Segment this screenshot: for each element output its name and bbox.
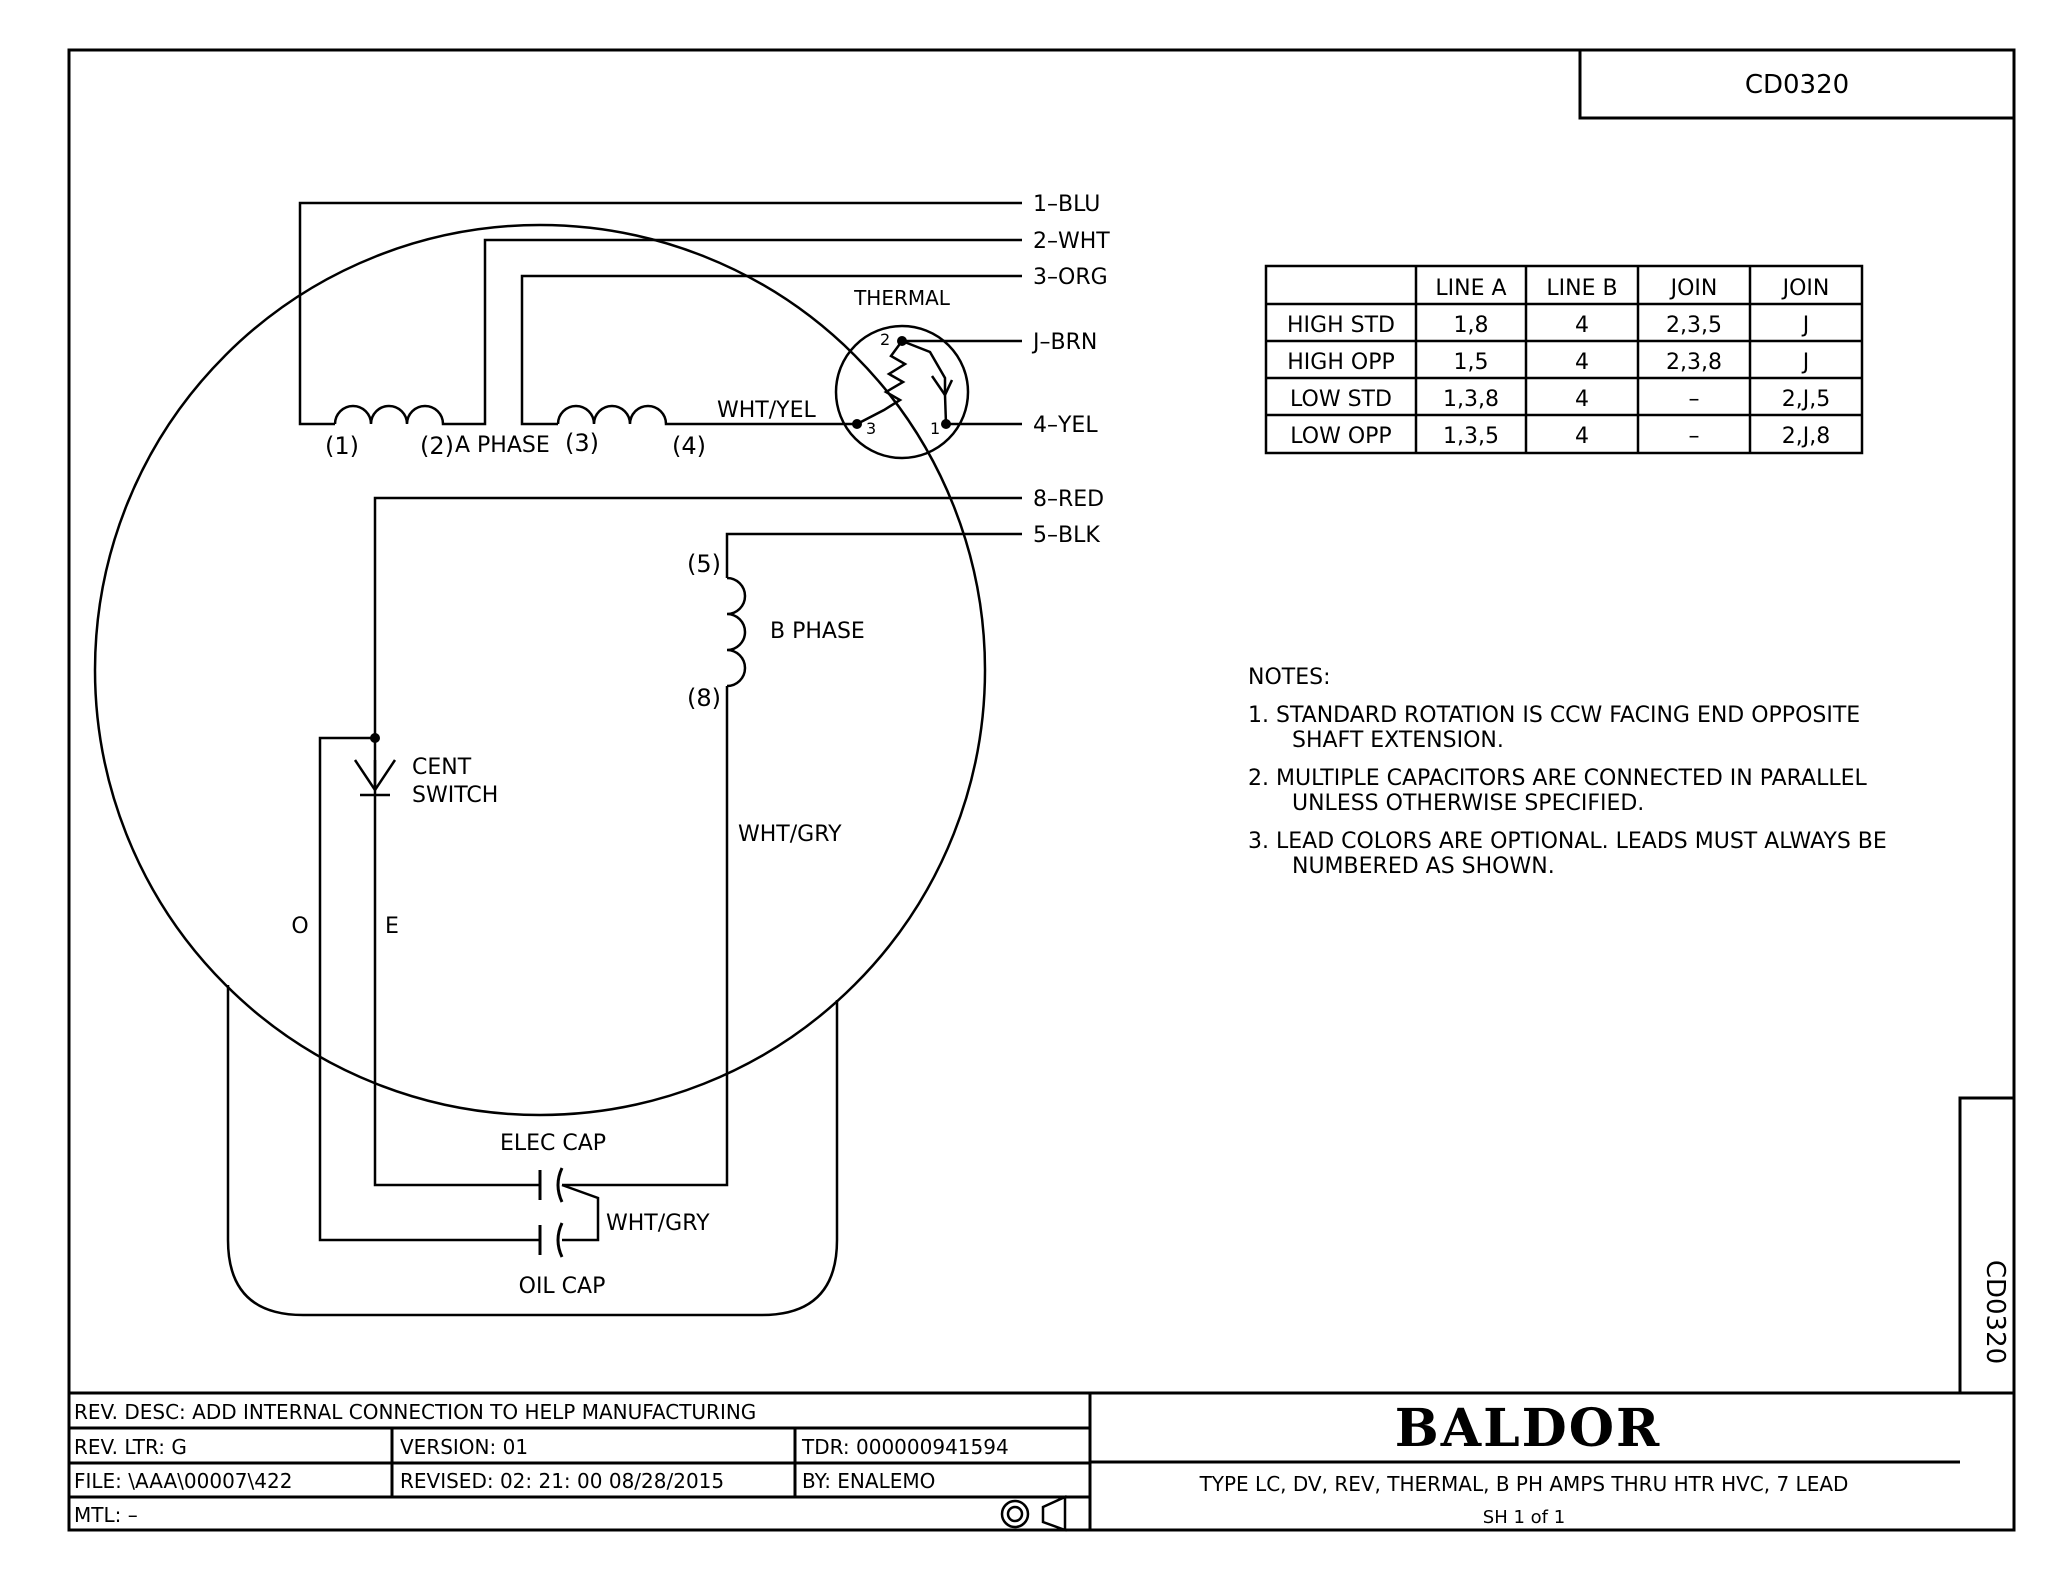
table-cell: – bbox=[1689, 424, 1700, 449]
lead-5-label: 5–BLK bbox=[1033, 523, 1100, 548]
table-header: JOIN bbox=[1781, 276, 1830, 301]
revised-by: BY: ENALEMO bbox=[802, 1469, 935, 1493]
e-label: E bbox=[385, 914, 399, 939]
table-cell: 4 bbox=[1575, 424, 1589, 449]
table-cell: J bbox=[1801, 350, 1810, 375]
note-3-line-1: 3. LEAD COLORS ARE OPTIONAL. LEADS MUST … bbox=[1248, 829, 1887, 854]
title-block: REV. DESC: ADD INTERNAL CONNECTION TO HE… bbox=[74, 1398, 1848, 1528]
mtl: MTL: – bbox=[74, 1503, 138, 1527]
table-cell: LOW STD bbox=[1290, 387, 1392, 412]
sheet-number: SH 1 of 1 bbox=[1483, 1507, 1565, 1528]
junction-dot bbox=[370, 733, 380, 743]
lead-4-label: 4–YEL bbox=[1033, 413, 1098, 438]
table-cell: HIGH STD bbox=[1287, 313, 1395, 338]
note-1-line-1: 1. STANDARD ROTATION IS CCW FACING END O… bbox=[1248, 703, 1860, 728]
drawing-number-vertical: CD0320 bbox=[1980, 1260, 2010, 1364]
revised-date: REVISED: 02: 21: 00 08/28/2015 bbox=[400, 1469, 724, 1493]
table-cell: 4 bbox=[1575, 350, 1589, 375]
a-phase-coil-1 bbox=[333, 404, 463, 426]
lead-8-label: 8–RED bbox=[1033, 487, 1104, 512]
coil-3-label: (3) bbox=[565, 429, 599, 457]
thermal-terminal-1 bbox=[941, 419, 951, 429]
table-cell: J bbox=[1801, 313, 1810, 338]
baldor-logo: BALDOR bbox=[1395, 1398, 1661, 1459]
b-phase-label: B PHASE bbox=[770, 619, 865, 644]
drawing-border bbox=[67, 48, 2016, 1532]
note-3-line-2: NUMBERED AS SHOWN. bbox=[1292, 854, 1555, 879]
table-header: LINE A bbox=[1435, 276, 1506, 301]
coil-1-label: (1) bbox=[325, 432, 359, 460]
file-path: FILE: \AAA\00007\422 bbox=[74, 1469, 292, 1493]
thermal-terminal-3 bbox=[852, 419, 862, 429]
table-cell: 1,5 bbox=[1454, 350, 1489, 375]
note-1-line-2: SHAFT EXTENSION. bbox=[1292, 728, 1504, 753]
projection-symbol-cone bbox=[1041, 1495, 1067, 1532]
note-2-line-2: UNLESS OTHERWISE SPECIFIED. bbox=[1292, 791, 1644, 816]
table-cell: LOW OPP bbox=[1290, 424, 1391, 449]
cent-switch-label-2: SWITCH bbox=[412, 783, 498, 808]
table-cell: 4 bbox=[1575, 313, 1589, 338]
table-cell: 1,3,5 bbox=[1443, 424, 1499, 449]
table-cell: – bbox=[1689, 387, 1700, 412]
wht-gry-jumper-label: WHT/GRY bbox=[606, 1211, 710, 1236]
a-phase-label: A PHASE bbox=[455, 433, 550, 458]
connection-table: LINE A LINE B JOIN JOIN HIGH STD 1,8 4 2… bbox=[1287, 276, 1830, 449]
o-label: O bbox=[291, 914, 308, 939]
table-cell: 1,8 bbox=[1454, 313, 1489, 338]
drawing-description: TYPE LC, DV, REV, THERMAL, B PH AMPS THR… bbox=[1199, 1472, 1849, 1496]
table-cell: 4 bbox=[1575, 387, 1589, 412]
lead-1-label: 1–BLU bbox=[1033, 192, 1100, 217]
version: VERSION: 01 bbox=[400, 1435, 528, 1459]
coil-8-label: (8) bbox=[687, 684, 721, 712]
thermal-label: THERMAL bbox=[853, 286, 951, 310]
projection-symbol-circle bbox=[1000, 1499, 1030, 1529]
table-cell: 1,3,8 bbox=[1443, 387, 1499, 412]
table-cell: 2,3,5 bbox=[1666, 313, 1722, 338]
coil-4-label: (4) bbox=[672, 432, 706, 460]
rev-desc: REV. DESC: ADD INTERNAL CONNECTION TO HE… bbox=[74, 1400, 756, 1424]
notes-title: NOTES: bbox=[1248, 665, 1331, 690]
motor-frame-circle bbox=[93, 223, 987, 1117]
connection-table-grid bbox=[1264, 264, 1864, 455]
a-phase-coil-2 bbox=[556, 404, 672, 426]
note-2-line-1: 2. MULTIPLE CAPACITORS ARE CONNECTED IN … bbox=[1248, 766, 1867, 791]
thermal-pin-2: 2 bbox=[880, 330, 890, 349]
thermal-pin-1: 1 bbox=[930, 419, 940, 438]
wht-gry-label: WHT/GRY bbox=[738, 822, 842, 847]
thermal-pin-3: 3 bbox=[866, 419, 876, 438]
coil-5-label: (5) bbox=[687, 550, 721, 578]
table-header: JOIN bbox=[1669, 276, 1718, 301]
thermal-protector bbox=[834, 324, 970, 460]
lead-2-label: 2–WHT bbox=[1033, 229, 1110, 254]
rev-ltr: REV. LTR: G bbox=[74, 1435, 187, 1459]
table-cell: HIGH OPP bbox=[1287, 350, 1394, 375]
thermal-terminal-2 bbox=[897, 336, 907, 346]
cent-switch-label-1: CENT bbox=[412, 755, 472, 780]
table-cell: 2,J,8 bbox=[1782, 424, 1830, 449]
table-header: LINE B bbox=[1546, 276, 1617, 301]
table-cell: 2,3,8 bbox=[1666, 350, 1722, 375]
wht-yel-label: WHT/YEL bbox=[717, 398, 816, 423]
b-phase-coil bbox=[726, 576, 747, 688]
thermal-heater bbox=[856, 340, 908, 426]
coil-2-label: (2) bbox=[420, 432, 454, 460]
lead-j-label: J–BRN bbox=[1031, 330, 1097, 355]
notes: NOTES: 1. STANDARD ROTATION IS CCW FACIN… bbox=[1248, 665, 1887, 879]
drawing-number: CD0320 bbox=[1745, 70, 1849, 100]
table-cell: 2,J,5 bbox=[1782, 387, 1830, 412]
lead-3-label: 3–ORG bbox=[1033, 265, 1108, 290]
tdr: TDR: 000000941594 bbox=[801, 1435, 1009, 1459]
elec-cap-label: ELEC CAP bbox=[500, 1131, 606, 1156]
oil-cap-label: OIL CAP bbox=[519, 1274, 606, 1299]
